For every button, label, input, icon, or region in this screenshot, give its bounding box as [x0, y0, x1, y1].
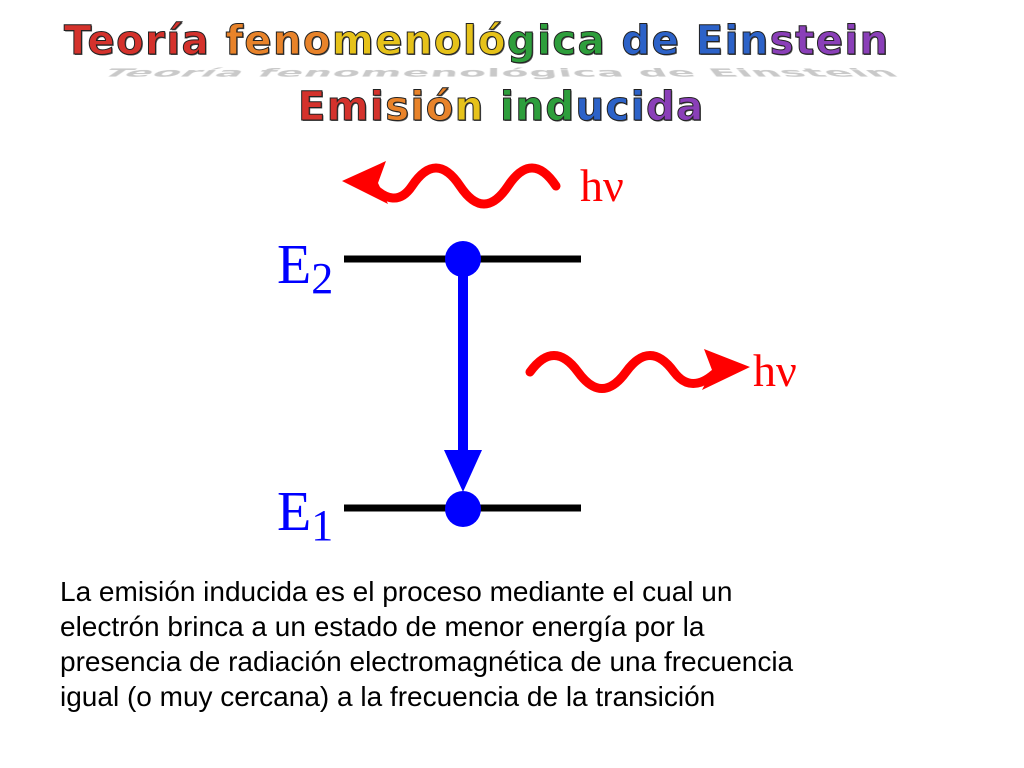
description-line: presencia de radiación electromagnética …: [60, 646, 794, 677]
photon-wave-emitted: [525, 351, 719, 393]
energy-label-lower: E1: [277, 481, 333, 550]
photon-label-emitted: hν: [753, 345, 797, 396]
description-paragraph: La emisión inducida es el proceso median…: [60, 574, 990, 714]
transition-arrowhead: [444, 450, 482, 492]
photon-wave-top: [367, 163, 561, 209]
photon-label-top: hν: [580, 160, 624, 211]
description-line: igual (o muy cercana) a la frecuencia de…: [60, 681, 716, 712]
description-line: La emisión inducida es el proceso median…: [60, 576, 733, 607]
description-line: electrón brinca a un estado de menor ene…: [60, 611, 705, 642]
photon-arrowhead-top: [342, 161, 388, 204]
photon-arrowhead-emitted: [702, 349, 750, 390]
slide-subtitle: Emisión inducida: [298, 84, 705, 131]
slide-title: Teoría fenomenológica de Einstein: [63, 18, 890, 65]
energy-label-upper: E2: [277, 234, 333, 303]
electron-upper: [445, 241, 481, 277]
electron-lower: [445, 491, 481, 527]
